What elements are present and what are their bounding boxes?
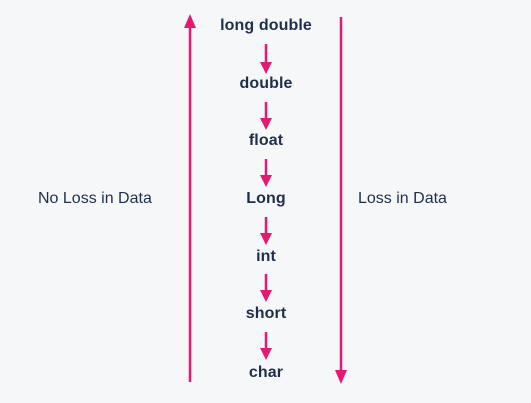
conversion-arrow-4: [260, 217, 272, 245]
type-label-long: Long: [246, 190, 286, 207]
type-label-int: int: [256, 248, 276, 265]
loss-label: Loss in Data: [358, 190, 447, 207]
conversion-arrow-5: [260, 274, 272, 302]
loss-down-arrow: [335, 17, 347, 384]
no-loss-up-arrow: [184, 14, 196, 382]
type-label-float: float: [248, 132, 284, 149]
type-label-char: char: [248, 364, 284, 381]
type-label-short: short: [245, 305, 287, 322]
conversion-arrow-6: [260, 332, 272, 360]
conversion-arrow-2: [260, 102, 272, 130]
conversion-arrow-3: [260, 159, 272, 187]
no-loss-label: No Loss in Data: [38, 190, 152, 207]
type-label-long-double: long double: [220, 17, 312, 34]
conversion-arrow-1: [260, 44, 272, 74]
type-label-double: double: [239, 75, 293, 92]
